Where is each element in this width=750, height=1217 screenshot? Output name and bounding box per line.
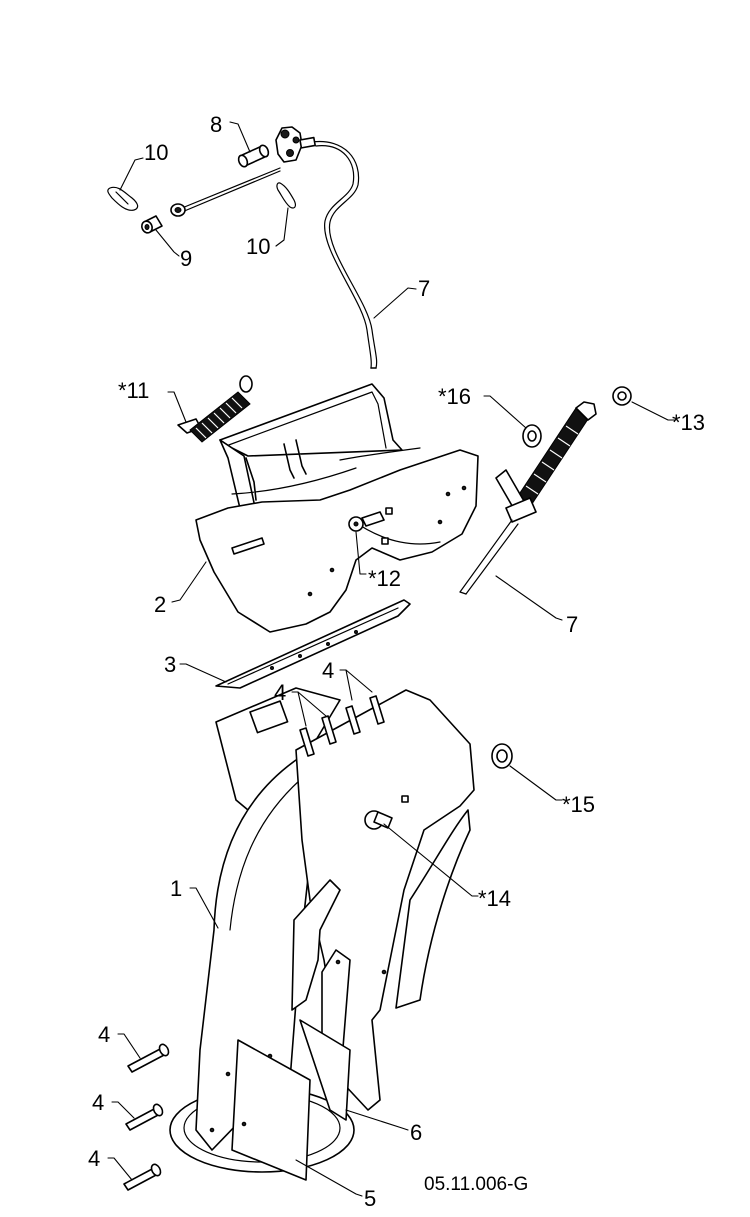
washer-16 [522,424,542,448]
callout-10-right: 10 [246,234,270,259]
hair-pin-clip-left [107,186,139,211]
callout-16: *16 [438,384,471,409]
callout-4-mid-left: 4 [274,680,286,705]
pin-8 [237,144,270,168]
callout-10-left: 10 [144,140,168,165]
callout-labels: 8 10 9 10 7 *11 *16 *13 *12 2 7 3 4 4 *1… [88,112,705,1211]
callout-9: 9 [180,246,192,271]
rivet-left-2 [125,1103,164,1131]
cable-clamp [275,126,316,163]
control-cable-lower [459,401,597,595]
nut-15 [491,743,513,769]
callout-1: 1 [170,876,182,901]
callout-5: 5 [364,1186,376,1211]
rivet-left-3 [123,1163,162,1191]
hair-pin-clip-right [276,182,296,209]
cable-assembly [107,126,378,369]
discharge-chute [169,687,475,1181]
callout-15: *15 [562,792,595,817]
extension-spring [177,375,253,443]
callout-8: 8 [210,112,222,137]
callout-3: 3 [164,652,176,677]
leader-lines [107,121,677,1197]
callout-14: *14 [478,886,511,911]
callout-4-left-1: 4 [98,1022,110,1047]
callout-7-lower: 7 [566,612,578,637]
callout-4-left-2: 4 [92,1090,104,1115]
callout-2: 2 [154,592,166,617]
callout-13: *13 [672,410,705,435]
drawing-code: 05.11.006-G [424,1174,528,1195]
deflector-blade [215,599,411,689]
bushing-9 [141,215,163,234]
nut-13 [612,386,632,406]
control-cable-upper [311,140,378,369]
callout-4-mid-right: 4 [322,658,334,683]
callout-6: 6 [410,1120,422,1145]
chute-deflector [195,383,479,633]
callout-11: *11 [118,378,149,403]
rivet-left-1 [127,1043,170,1073]
callout-12: *12 [368,566,401,591]
callout-7-upper: 7 [418,276,430,301]
callout-4-left-3: 4 [88,1146,100,1171]
linkage-rod [181,167,281,209]
